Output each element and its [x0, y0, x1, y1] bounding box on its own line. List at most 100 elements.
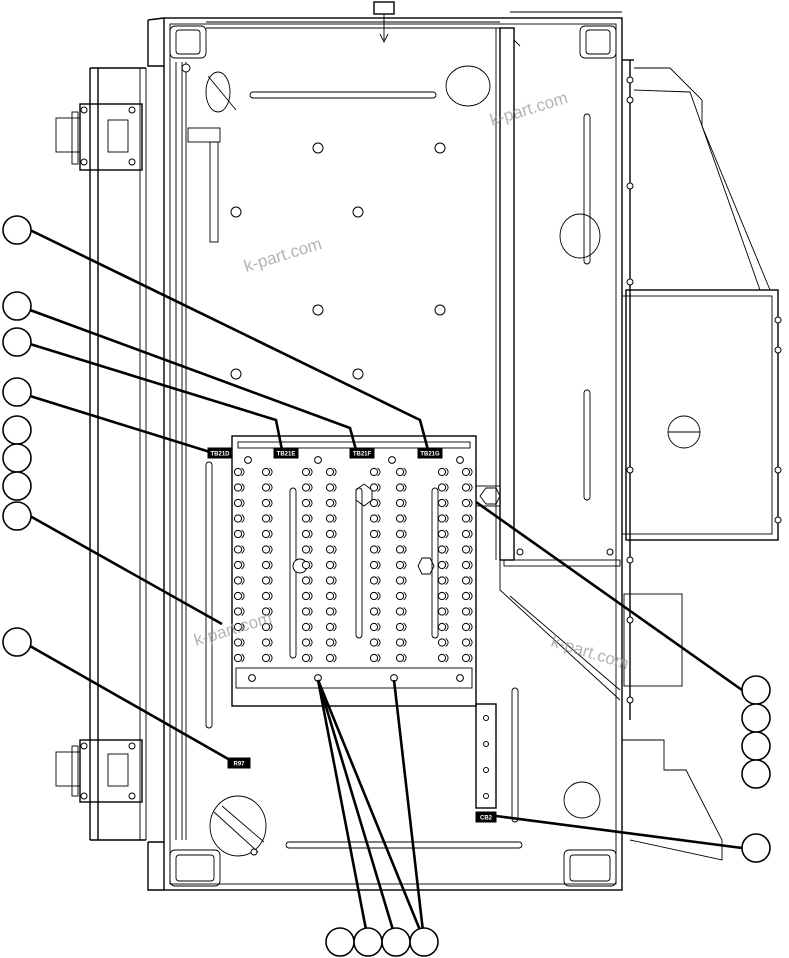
terminal-clamp — [309, 607, 313, 616]
cb2-rail — [475, 703, 497, 809]
terminal-screw — [301, 467, 311, 477]
terminal-clamp — [309, 529, 313, 539]
terminal-rows — [233, 456, 473, 682]
terminal-screw — [301, 529, 311, 539]
callout-circle — [325, 927, 355, 957]
strip-end-screw — [456, 674, 464, 682]
terminal-clamp — [269, 545, 273, 554]
terminal-screw — [325, 545, 335, 554]
terminal-screw — [369, 653, 379, 663]
callout-circle — [741, 759, 771, 789]
terminal-screw — [233, 591, 243, 601]
tag-r97-text: R97 — [233, 762, 245, 768]
terminal-clamp — [445, 638, 449, 647]
terminal-clamp — [333, 514, 337, 523]
terminal-screw — [233, 514, 243, 523]
terminal-clamp — [333, 529, 337, 539]
terminal-clamp — [403, 622, 407, 632]
callout-circle — [2, 443, 32, 473]
terminal-clamp — [269, 622, 273, 632]
watermark-text: k-part.com — [242, 234, 324, 276]
terminal-clamp — [333, 607, 337, 616]
tag-tb21d-text: TB21D — [210, 452, 230, 458]
terminal-screw — [301, 576, 311, 585]
terminal-clamp — [309, 467, 313, 477]
terminal-screw — [261, 638, 271, 647]
terminal-screw — [233, 576, 243, 585]
terminal-clamp — [403, 545, 407, 554]
terminal-screw — [395, 498, 405, 508]
terminal-screw — [461, 607, 471, 616]
terminal-screw — [437, 467, 447, 477]
terminal-screw — [233, 467, 243, 477]
leader-lines — [29, 228, 743, 941]
terminal-screw — [301, 498, 311, 508]
terminal-screw — [261, 514, 271, 523]
tag-tb21e-text: TB21E — [277, 452, 296, 458]
terminal-clamp — [445, 514, 449, 523]
terminal-screw — [461, 498, 471, 508]
terminal-clamp — [377, 560, 381, 570]
terminal-screw — [301, 638, 311, 647]
terminal-clamp — [377, 638, 381, 647]
terminal-screw — [395, 483, 405, 492]
terminal-clamp — [241, 653, 245, 663]
terminal-screw — [437, 607, 447, 616]
terminal-clamp — [269, 529, 273, 539]
terminal-screw — [261, 498, 271, 508]
callout-circle — [2, 471, 32, 501]
strip-end-screw — [456, 456, 464, 464]
terminal-screw — [325, 591, 335, 601]
terminal-screw — [233, 653, 243, 663]
terminal-screw — [325, 576, 335, 585]
terminal-clamp — [403, 638, 407, 647]
terminal-screw — [325, 560, 335, 570]
terminal-clamp — [269, 514, 273, 523]
terminal-clamp — [269, 591, 273, 601]
terminal-clamp — [241, 498, 245, 508]
tag-tb21g-text: TB21G — [420, 452, 440, 458]
terminal-clamp — [377, 467, 381, 477]
terminal-screw — [369, 622, 379, 632]
terminal-screw — [461, 467, 471, 477]
terminal-clamp — [241, 514, 245, 523]
terminal-screw — [437, 545, 447, 554]
terminal-clamp — [469, 483, 473, 492]
callout-circle — [2, 215, 32, 245]
terminal-clamp — [241, 591, 245, 601]
terminal-screw — [261, 607, 271, 616]
tag-tb21f-text: TB21F — [353, 452, 372, 458]
terminal-screw — [233, 638, 243, 647]
terminal-screw — [325, 498, 335, 508]
terminal-screw — [369, 514, 379, 523]
terminal-clamp — [333, 591, 337, 601]
callout-circle — [741, 833, 771, 863]
terminal-clamp — [469, 529, 473, 539]
terminal-screw — [395, 607, 405, 616]
terminal-screw — [261, 483, 271, 492]
terminal-screw — [437, 576, 447, 585]
terminal-screw — [233, 483, 243, 492]
terminal-screw — [437, 529, 447, 539]
callout-circle — [2, 501, 32, 531]
terminal-screw — [395, 467, 405, 477]
terminal-screw — [301, 545, 311, 554]
terminal-screw — [325, 529, 335, 539]
terminal-clamp — [333, 653, 337, 663]
terminal-screw — [395, 545, 405, 554]
terminal-clamp — [377, 514, 381, 523]
terminal-clamp — [469, 591, 473, 601]
terminal-clamp — [269, 560, 273, 570]
terminal-clamp — [333, 560, 337, 570]
terminal-screw — [461, 638, 471, 647]
terminal-clamp — [469, 653, 473, 663]
right-duct — [445, 11, 622, 819]
terminal-screw — [461, 653, 471, 663]
terminal-screw — [461, 576, 471, 585]
terminal-clamp — [445, 560, 449, 570]
terminal-clamp — [445, 483, 449, 492]
terminal-screw — [301, 560, 311, 570]
terminal-screw — [437, 514, 447, 523]
terminal-clamp — [445, 498, 449, 508]
tag-tb21g: TB21G — [417, 447, 443, 459]
